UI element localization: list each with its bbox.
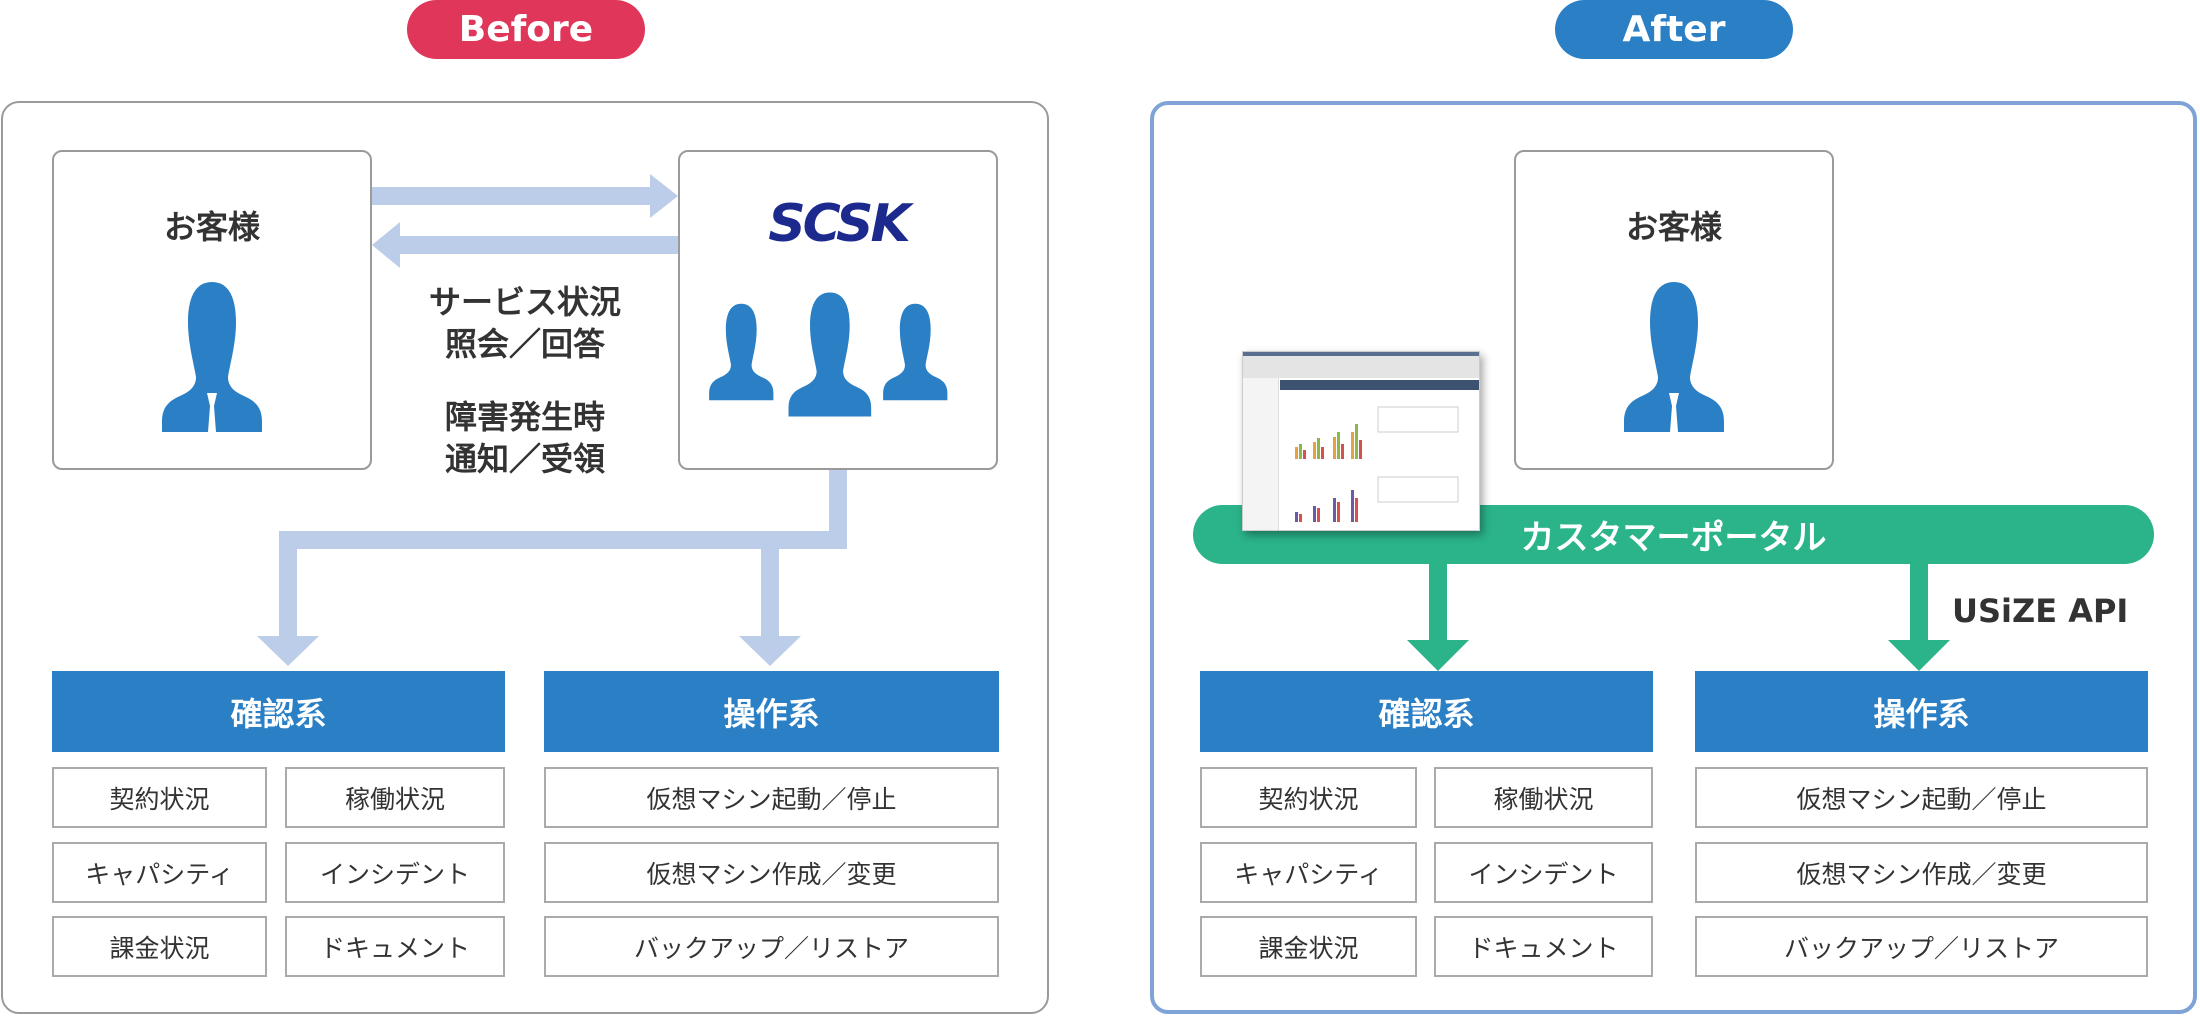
before-badge: Before (407, 0, 645, 59)
before-confirm-header: 確認系 (52, 671, 505, 752)
operate-item: 仮想マシン起動／停止 (544, 767, 999, 828)
after-operate-header: 操作系 (1695, 671, 2148, 752)
confirm-item: キャパシティ (52, 842, 267, 903)
exchange-line: サービス状況 (428, 283, 621, 321)
confirm-item: 稼働状況 (285, 767, 505, 828)
operate-item: 仮想マシン作成／変更 (544, 842, 999, 903)
after-badge: After (1555, 0, 1793, 59)
operate-item: バックアップ／リストア (544, 916, 999, 977)
customer-person-icon (1604, 282, 1744, 432)
confirm-item: キャパシティ (1200, 842, 1417, 903)
api-label: USiZE API (1952, 592, 2129, 630)
after-arrows (1407, 560, 1950, 671)
arrow-portal-to-operate (1888, 560, 1950, 671)
operate-item: 仮想マシン起動／停止 (1695, 767, 2148, 828)
confirm-item: インシデント (1434, 842, 1653, 903)
before-operate-header: 操作系 (544, 671, 999, 752)
confirm-item: ドキュメント (1434, 916, 1653, 977)
confirm-item: 契約状況 (52, 767, 267, 828)
exchange-line: 照会／回答 (444, 325, 605, 363)
before-customer-card: お客様 (52, 150, 372, 470)
operate-item: 仮想マシン作成／変更 (1695, 842, 2148, 903)
after-customer-card: お客様 (1514, 150, 1834, 470)
before-arrows (257, 174, 847, 666)
exchange-text-incident: 障害発生時 通知／受領 (400, 396, 650, 480)
exchange-line: 障害発生時 (444, 398, 605, 436)
exchange-text-inquiry: サービス状況 照会／回答 (400, 281, 650, 365)
staff-person-icon (882, 288, 972, 416)
confirm-item: 課金状況 (1200, 916, 1417, 977)
after-panel (1150, 101, 2197, 1014)
arrow-portal-to-confirm (1407, 560, 1469, 671)
after-confirm-header: 確認系 (1200, 671, 1653, 752)
confirm-item: 稼働状況 (1434, 767, 1653, 828)
scsk-card: SCSK (678, 150, 998, 470)
customer-person-icon (142, 282, 282, 432)
operate-item: バックアップ／リストア (1695, 916, 2148, 977)
portal-screenshot-thumbnail (1242, 351, 1480, 531)
arrow-to-scsk (372, 174, 678, 218)
customer-label: お客様 (163, 208, 260, 246)
confirm-item: 契約状況 (1200, 767, 1417, 828)
confirm-item: ドキュメント (285, 916, 505, 977)
arrow-scsk-to-systems (257, 470, 847, 666)
scsk-logo: SCSK (768, 194, 911, 254)
exchange-line: 通知／受領 (444, 440, 605, 478)
customer-label: お客様 (1625, 208, 1722, 246)
arrow-to-customer (372, 222, 678, 268)
before-panel (1, 101, 1049, 1014)
confirm-item: 課金状況 (52, 916, 267, 977)
confirm-item: インシデント (285, 842, 505, 903)
